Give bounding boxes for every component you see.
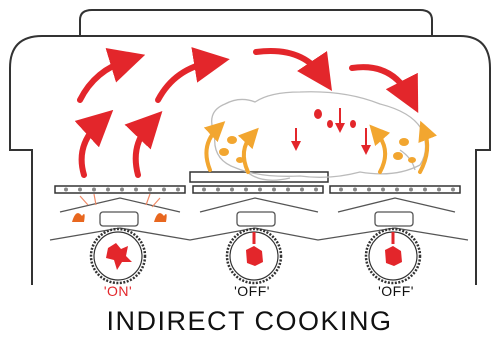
cooking-grate-icon [54,171,461,194]
control-knob-on [89,227,147,285]
burner-right-state: 'OFF' [378,283,414,299]
heat-dots [219,136,416,163]
heat-down-arrows [291,108,371,155]
burner-middle-state: 'OFF' [234,283,270,299]
burner-flame-icon [72,193,167,222]
grill-lid-icon [9,9,491,285]
roasting-chicken-icon [211,91,427,181]
diagram-caption: INDIRECT COOKING [106,306,393,336]
heat-flow-arrow-icon [74,47,419,178]
convection-arrows [203,120,437,174]
control-knob-off-1 [225,227,283,285]
control-knob-off-2 [364,227,422,285]
burner-left-state: 'ON' [103,283,133,299]
